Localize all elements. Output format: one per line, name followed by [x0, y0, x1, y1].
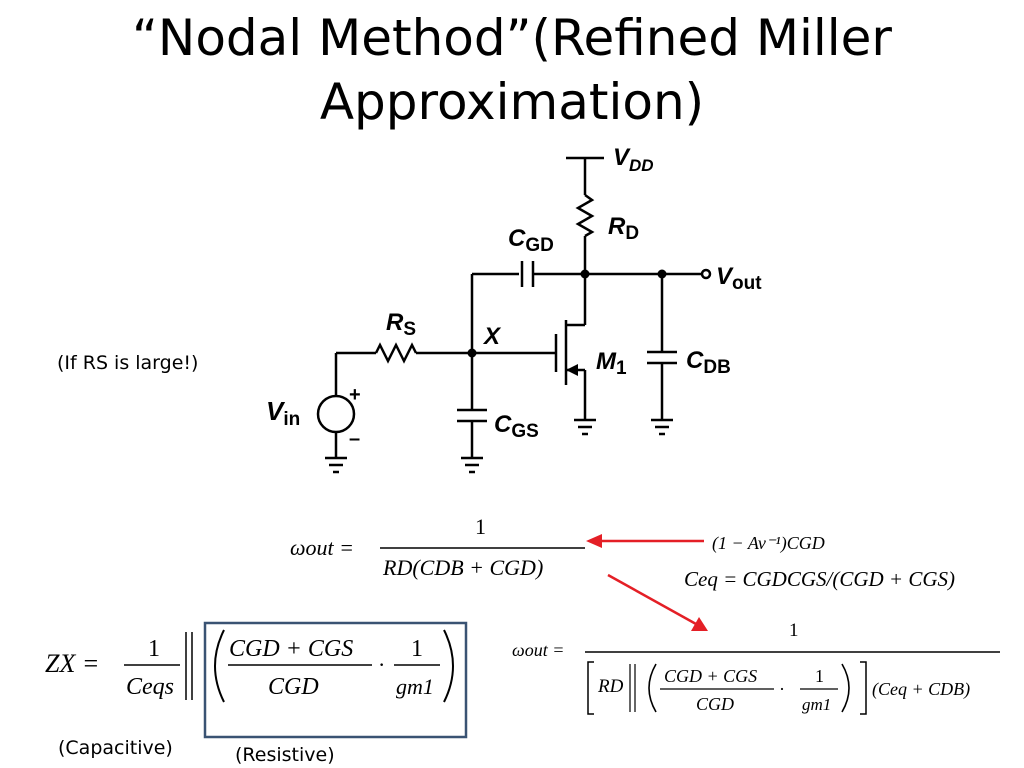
miller-term: (1 − Av⁻¹)CGD [712, 533, 825, 554]
red-arrows [586, 534, 708, 631]
eq1-denominator: RD(CDB + CGD) [382, 555, 543, 580]
zx-gm1: gm1 [396, 674, 434, 699]
label-cgd: CGD [508, 225, 554, 256]
eq2-one-2: 1 [815, 666, 824, 686]
rs-resistor [374, 342, 418, 364]
equation-omega-out-1: ωout = 1 RD(CDB + CGD) [290, 514, 585, 580]
label-vout: Vout [716, 263, 762, 294]
arrow-head-left-icon [586, 534, 602, 548]
label-m1: M1 [596, 348, 627, 379]
zx-one-2: 1 [411, 636, 423, 662]
zx-one: 1 [148, 636, 160, 662]
ground-vin-icon [325, 456, 347, 474]
label-vin: Vin [266, 396, 300, 430]
page-title: “Nodal Method”(Refined Miller Approximat… [0, 6, 1024, 134]
label-rs: RS [386, 309, 416, 340]
eq2-rd: RD [597, 676, 624, 697]
dot-drain [580, 269, 590, 279]
note-capacitive: (Capacitive) [58, 737, 173, 759]
ground-cgs-icon [461, 456, 483, 474]
label-rd: RD [608, 213, 639, 244]
zx-cgd: CGD [268, 674, 319, 700]
eq2-lhs: ωout = [512, 640, 564, 660]
zx-lhs: ZX = [45, 649, 99, 678]
label-plus: + [349, 384, 361, 406]
zx-dot: · [378, 652, 385, 677]
zx-paren-right [443, 629, 454, 703]
eq2-paren-left [648, 663, 657, 713]
arrow-head-down-icon [691, 617, 708, 631]
label-cdb: CDB [686, 347, 731, 378]
dot-cdb [657, 269, 667, 279]
title-line-1: “Nodal Method”(Refined Miller [132, 9, 892, 67]
eq2-cgd: CGD [696, 694, 734, 714]
circuit-diagram [316, 156, 712, 458]
zx-cgd-plus-cgs: CGD + CGS [229, 636, 353, 662]
dot-node-x [467, 348, 477, 358]
eq2-gm1: gm1 [802, 695, 831, 714]
zx-paren-left [214, 629, 225, 703]
label-node-x: X [482, 323, 502, 350]
equation-omega-out-2: ωout = 1 RD CGD + CGS CGD · 1 gm1 (Ceq +… [512, 620, 1000, 715]
eq2-numerator: 1 [789, 620, 799, 641]
eq1-numerator: 1 [475, 514, 486, 539]
label-minus: – [349, 428, 360, 450]
node-dots [467, 269, 667, 376]
ground-cdb-icon [651, 418, 673, 436]
note-rs-large: (If RS is large!) [57, 352, 199, 374]
eq2-bracket-right [860, 661, 867, 715]
ground-source-icon [574, 418, 596, 436]
arrow-to-eq2 [607, 573, 697, 626]
grounds [325, 418, 673, 474]
vout-terminal [700, 268, 712, 280]
label-cgs: CGS [494, 411, 539, 442]
equation-zx: ZX = 1 Ceqs CGD + CGS CGD · 1 gm1 [45, 621, 468, 739]
eq2-ceq-plus-cdb: (Ceq + CDB) [872, 679, 970, 700]
label-vdd: VDD [613, 144, 654, 175]
eq2-dot: · [779, 679, 785, 699]
eq2-paren-right [841, 663, 850, 713]
note-resistive: (Resistive) [235, 744, 335, 766]
eq1-lhs: ωout = [290, 535, 354, 560]
resistive-box [203, 621, 468, 739]
rd-resistor [575, 193, 595, 238]
title-line-2: Approximation) [319, 73, 705, 131]
zx-ceq-s: Ceqs [126, 674, 174, 700]
ceq-equation: Ceq = CGDCGS/(CGD + CGS) [684, 567, 955, 591]
eq2-cgd-plus-cgs: CGD + CGS [664, 666, 757, 686]
eq2-bracket-left [587, 661, 594, 715]
source-arrow [566, 364, 578, 376]
